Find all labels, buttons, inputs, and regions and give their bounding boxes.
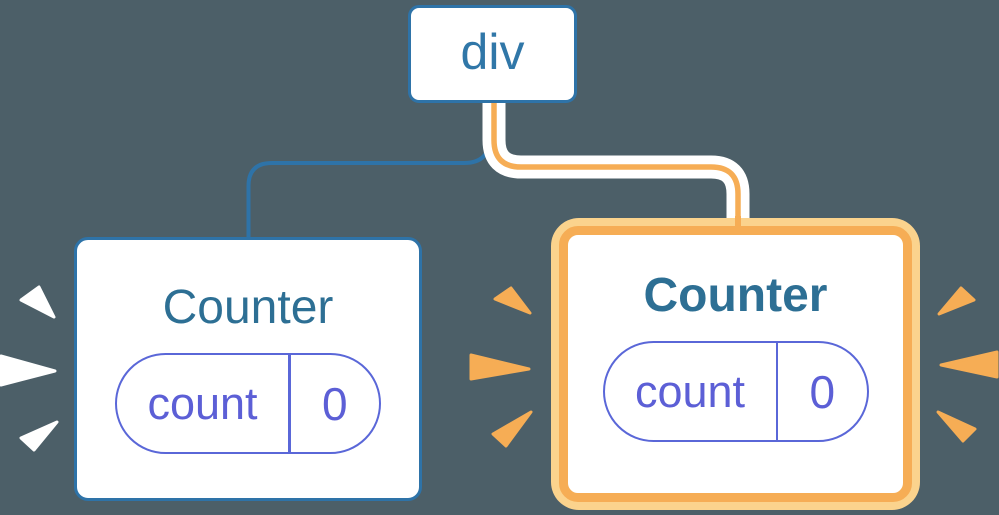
- counter-node-title: Counter: [643, 269, 828, 322]
- burst-ray-icon: [19, 285, 56, 319]
- burst-ray-icon: [469, 353, 531, 381]
- burst-right-counter-left: [469, 286, 533, 448]
- burst-right-counter-right: [936, 286, 999, 443]
- state-name-cell: count: [147, 377, 258, 429]
- burst-ray-icon: [19, 420, 59, 452]
- state-value-cell: 0: [809, 365, 836, 418]
- root-node-label: div: [460, 24, 525, 80]
- burst-ray-icon: [936, 410, 977, 443]
- burst-ray-icon: [491, 410, 533, 448]
- burst-ray-icon: [939, 350, 999, 379]
- state-value-cell: 0: [321, 377, 348, 430]
- state-pill: count 0: [115, 353, 381, 454]
- burst-ray-icon: [493, 286, 532, 315]
- counter-node-left: Counter count 0: [74, 237, 422, 501]
- state-name-cell: count: [634, 365, 746, 417]
- burst-left-counter: [0, 285, 59, 452]
- root-node-div: div: [408, 5, 577, 103]
- edge-root-to-right-counter: [491, 96, 741, 232]
- edge-root-to-left-counter: [246, 100, 492, 242]
- pill-divider: [775, 343, 778, 440]
- state-pill: count 0: [602, 341, 869, 442]
- counter-node-title: Counter: [162, 281, 334, 334]
- counter-node-right: Counter count 0: [559, 226, 912, 502]
- pill-divider: [288, 355, 291, 452]
- counter-node-right-highlight-ring: Counter count 0: [551, 218, 920, 510]
- burst-ray-icon: [937, 286, 976, 316]
- edge-core-over-ring: [735, 216, 741, 230]
- burst-ray-icon: [0, 354, 57, 387]
